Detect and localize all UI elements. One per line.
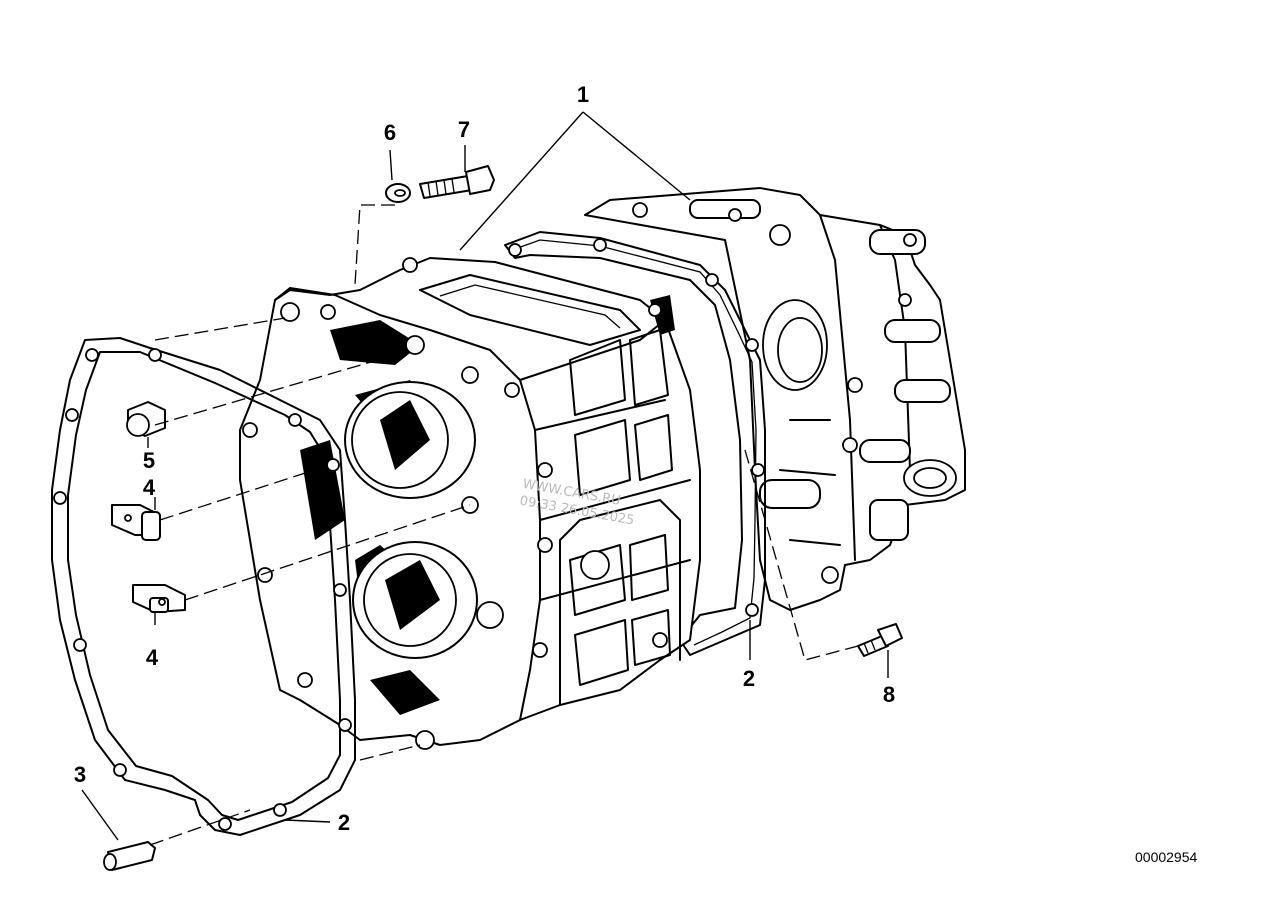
part-7-bolt: [419, 165, 495, 199]
front-gasket: [51, 337, 356, 836]
leader-lines: [81, 111, 889, 846]
callout-1: 1: [577, 82, 589, 107]
part-5-dowel-sleeve: [126, 401, 166, 437]
callout-4-upper: 4: [143, 475, 156, 500]
callout-2-front-gasket: 2: [338, 810, 350, 835]
part-4-clip-lower: [132, 584, 186, 613]
callout-4-lower: 4: [146, 645, 159, 670]
callout-7: 7: [458, 117, 470, 142]
rear-transmission-housing: [584, 187, 966, 611]
middle-gasket: [504, 231, 766, 656]
part-6-washer: [385, 183, 411, 203]
callout-5: 5: [143, 448, 155, 473]
part-4-clip-upper: [111, 504, 161, 541]
part-8-bolt: [857, 623, 903, 657]
callout-8: 8: [883, 682, 895, 707]
callout-2-middle-gasket: 2: [743, 666, 755, 691]
callout-3: 3: [74, 762, 86, 787]
document-number: 00002954: [1135, 849, 1198, 865]
callout-6: 6: [384, 120, 396, 145]
main-transmission-housing: [239, 257, 701, 750]
part-3-dowel-pin: [103, 841, 156, 871]
